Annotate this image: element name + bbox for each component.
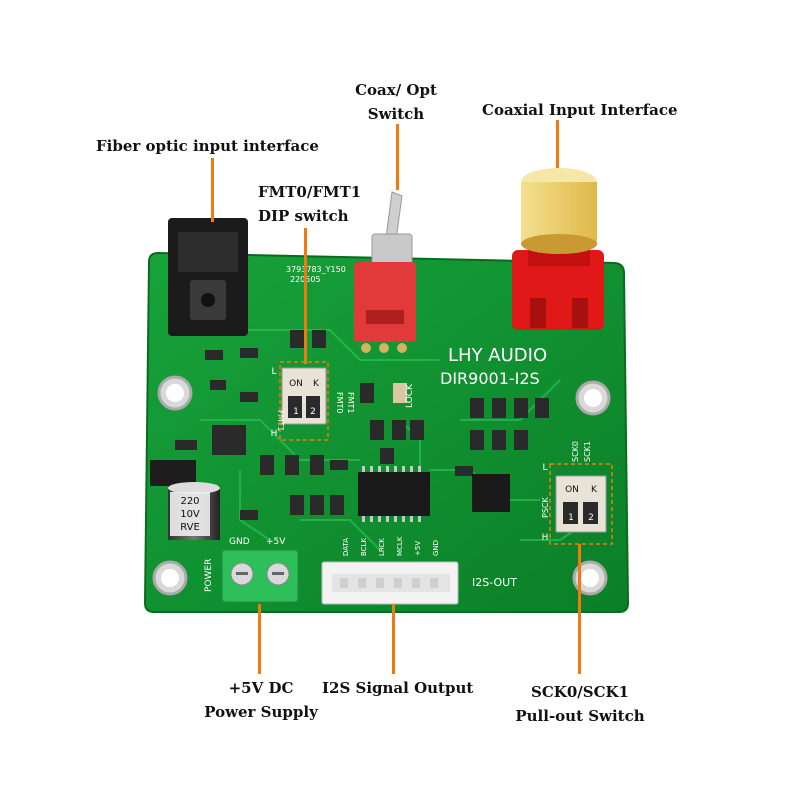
coax-opt-line2: Switch (367, 105, 425, 123)
plus5v-terminal-label: +5V (266, 537, 286, 547)
pin-label: +5V (414, 541, 422, 556)
dip-left-l: L (271, 367, 276, 377)
capacitor-voltage: 10V (180, 509, 200, 520)
dip-left-k: K (313, 379, 320, 389)
electrolytic-capacitor: 220 10V RVE (168, 482, 220, 540)
dip-switch-fmt: ON K 1 2 L H (271, 367, 327, 439)
dip-right-on: ON (565, 485, 579, 495)
i2s-output-callout: I2S Signal Output (322, 676, 473, 700)
fiber-optic-callout: Fiber optic input interface (96, 134, 319, 158)
power-supply-callout: +5V DC Power Supply (196, 676, 326, 724)
coax-opt-line1: Coax/ Opt (355, 81, 437, 99)
dip-right-h: H (542, 533, 549, 543)
mounting-hole (157, 375, 193, 411)
power-leader (258, 604, 261, 674)
toggle-switch (354, 191, 416, 353)
smd-caps (150, 383, 407, 486)
pin-label: LRCK (378, 538, 386, 556)
fiber-optic-label: Fiber optic input interface (96, 137, 319, 155)
power-label: POWER (204, 559, 214, 592)
power-terminal (221, 549, 299, 603)
dip-left-1: 1 (293, 407, 299, 417)
board-model: DIR9001-I2S (440, 369, 540, 388)
power-line2: Power Supply (204, 703, 318, 721)
dip-right-l: L (542, 463, 547, 473)
sck1-label: SCK1 (583, 441, 592, 462)
dip-left-2: 2 (310, 407, 316, 417)
pin-label: MCLK (396, 536, 404, 556)
sck-line2: Pull-out Switch (515, 707, 645, 725)
power-line1: +5V DC (228, 679, 294, 697)
coax-opt-switch-callout: Coax/ Opt Switch (344, 78, 448, 126)
fmt-dip-callout: FMT0/FMT1 DIP switch (258, 180, 361, 228)
gnd-terminal-label: GND (229, 537, 250, 547)
i2s-leader (392, 604, 395, 674)
pin-label: GND (432, 540, 440, 556)
sck-line1: SCK0/SCK1 (531, 683, 629, 701)
coaxial-input-callout: Coaxial Input Interface (482, 98, 678, 122)
pin-label: DATA (342, 538, 350, 556)
sck-switch-callout: SCK0/SCK1 Pull-out Switch (512, 680, 648, 728)
dip-left-on: ON (289, 379, 303, 389)
fiber-leader (211, 158, 214, 222)
coax-opt-leader (396, 124, 399, 190)
dip-left-h: H (271, 429, 278, 439)
coaxial-leader (556, 120, 559, 168)
fmt-line1: FMT0/FMT1 (258, 183, 362, 201)
serial-code: 3793783_Y150 (286, 265, 346, 274)
dir9001-chip (358, 466, 430, 522)
brand-name: LHY AUDIO (448, 345, 547, 366)
fmt0-label: FMT0 (335, 392, 344, 413)
sck-leader (578, 544, 581, 674)
coaxial-input-label: Coaxial Input Interface (482, 101, 678, 119)
capacitor-series: RVE (180, 522, 200, 533)
optical-receiver (168, 218, 248, 336)
sck0-label: SCK0 (571, 441, 580, 462)
dip-right-1: 1 (568, 513, 574, 523)
small-chip (472, 474, 510, 512)
rca-jack (512, 168, 604, 330)
mounting-hole (572, 560, 608, 596)
fmt1-side-label: FMT1 (276, 410, 285, 431)
fmt-line2: DIP switch (258, 207, 349, 225)
fmt1-label: FMT1 (346, 392, 355, 413)
dip-right-k: K (591, 485, 598, 495)
smd-components (175, 330, 549, 520)
i2s-output-label: I2S Signal Output (322, 679, 474, 697)
capacitor-value: 220 (180, 496, 199, 507)
sck-highlight-box (549, 463, 613, 545)
mounting-hole (575, 380, 611, 416)
pin-label: BCLK (360, 538, 368, 556)
psck-label: PSCK (541, 497, 550, 518)
fmt-leader (304, 228, 307, 364)
dip-switch-sck: ON K 1 2 L H (542, 463, 607, 543)
i2s-out-label: I2S-OUT (472, 576, 517, 589)
mounting-hole (152, 560, 188, 596)
dip-right-2: 2 (588, 513, 594, 523)
lock-label: LOCK (405, 383, 415, 408)
i2s-header (321, 561, 459, 605)
